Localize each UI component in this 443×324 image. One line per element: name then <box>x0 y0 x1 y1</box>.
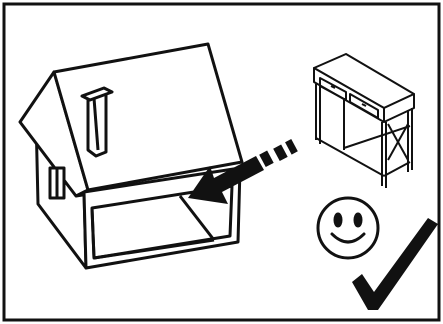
checkmark-icon <box>352 218 438 310</box>
console-table-icon <box>313 53 415 188</box>
panel-border <box>2 2 441 322</box>
smiley-face-icon <box>316 196 380 260</box>
house-cutaway-icon <box>18 42 245 270</box>
arrow-icon <box>188 138 298 204</box>
